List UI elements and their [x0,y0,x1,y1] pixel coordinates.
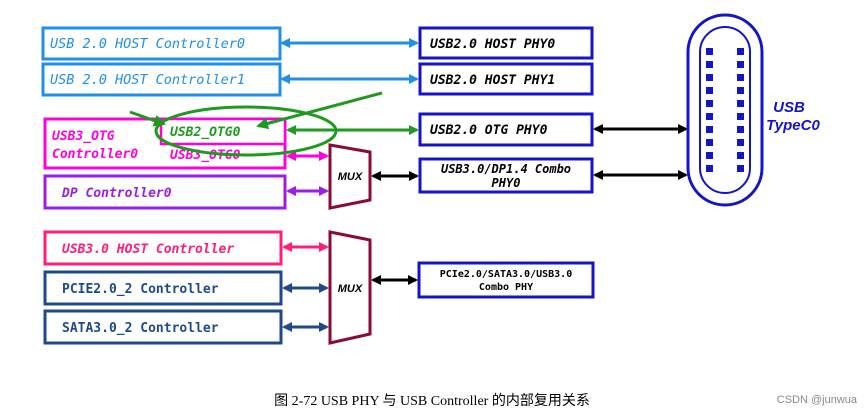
mux-top: MUX [328,143,372,210]
pcie-controller-box: PCIE2.0_2 Controller [43,270,283,306]
usb20-host-controller1-label: USB 2.0 HOST Controller1 [50,72,245,88]
mux-bottom-label: MUX [338,283,363,295]
usb2-otg0-label: USB2_OTG0 [170,125,241,140]
usb20-host-controller1-box: USB 2.0 HOST Controller1 [41,62,282,97]
usb20-host-phy0-label: USB2.0 HOST PHY0 [430,37,555,52]
usb20-host-controller0-box: USB 2.0 HOST Controller0 [41,26,282,61]
usb20-host-controller0-label: USB 2.0 HOST Controller0 [50,36,245,52]
usb20-otg-phy0-label: USB2.0 OTG PHY0 [430,123,548,138]
usb3-otg-controller-line1: USB3_OTG [52,129,115,144]
sata-controller-box: SATA3.0_2 Controller [43,309,283,345]
usb3-otg0-box: USB3_OTG0 [170,148,241,163]
usb2-otg0-box: USB2_OTG0 [159,117,287,146]
usb20-otg-phy0-box: USB2.0 OTG PHY0 [418,112,594,147]
sata-controller-label: SATA3.0_2 Controller [62,321,219,336]
usb20-host-phy1-box: USB2.0 HOST PHY1 [418,62,594,96]
annotation-arrow-left [129,110,166,127]
figure-caption: 图 2-72 USB PHY 与 USB Controller 的内部复用关系 [274,392,590,409]
usb30-host-controller-box: USB3.0 HOST Controller [43,230,283,266]
usb30-dp14-combo-phy0-box: USB3.0/DP1.4 Combo PHY0 [418,157,594,194]
combo-phy-line1: USB3.0/DP1.4 Combo [441,162,571,176]
typec-label-line1: USB [773,99,805,116]
annotation-arrow-right [256,91,383,130]
usb20-host-phy0-box: USB2.0 HOST PHY0 [418,26,594,60]
usb2-otg0-highlight-ellipse [154,105,338,157]
pcie-combo-phy-line1: PCIe2.0/SATA3.0/USB3.0 [440,269,572,280]
usb3-otg-controller-line2: Controller0 [52,147,138,162]
pcie-sata-usb30-combo-phy-box: PCIe2.0/SATA3.0/USB3.0 Combo PHY [417,261,595,299]
pcie-combo-phy-line2: Combo PHY [479,282,533,293]
typec-label-line2: TypeC0 [766,117,820,134]
dp-controller0-label: DP Controller0 [61,186,172,201]
usb30-host-controller-label: USB3.0 HOST Controller [62,242,234,257]
mux-bottom: MUX [328,230,372,345]
combo-phy-line2: PHY0 [492,176,521,190]
dp-controller0-box: DP Controller0 [43,174,287,210]
csdn-watermark: CSDN @junwua [777,394,858,406]
usb-typec0-connector: USB TypeC0 [686,13,820,207]
typec-pins [706,48,744,172]
pcie-controller-label: PCIE2.0_2 Controller [62,282,219,297]
usb20-host-phy1-label: USB2.0 HOST PHY1 [430,73,555,88]
usb3-otg0-label: USB3_OTG0 [170,148,241,163]
mux-top-label: MUX [338,171,363,183]
